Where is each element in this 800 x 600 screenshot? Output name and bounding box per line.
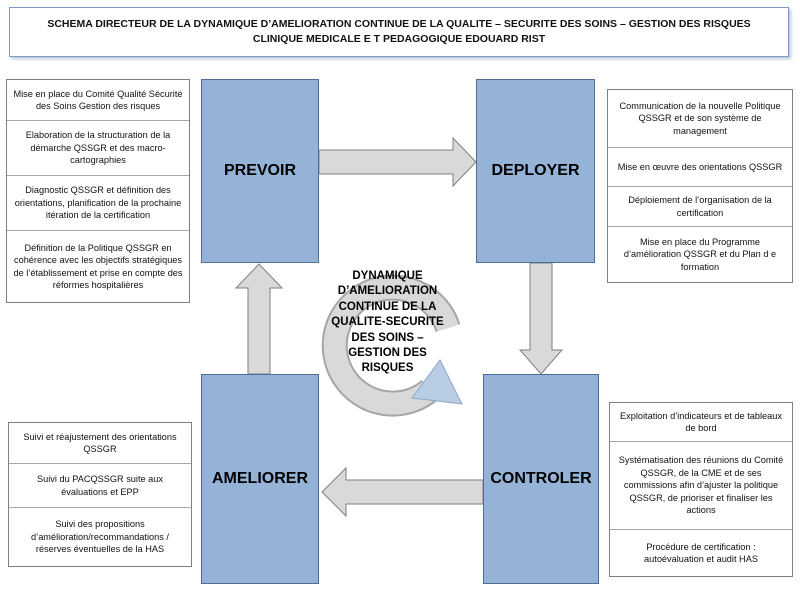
note-item: Procédure de certification : autoévaluat… [610,529,792,576]
arrow-ameliorer-to-prevoir [234,263,284,375]
note-item: Mise en place du Comité Qualité Sécurité… [13,88,183,111]
note-item: Suivi des propositions d’amélioration/re… [9,507,191,566]
note-item: Mise en œuvre des orientations QSSGR [608,147,792,186]
center-line: DYNAMIQUE [352,270,423,282]
note-item: Définition de la Politique QSSGR en cohé… [7,230,189,302]
center-line: RISQUES [361,362,414,375]
note-item: Diagnostic QSSGR et définition des orien… [7,175,189,230]
note-item: Suivi du PACQSSGR suite aux évaluations … [9,463,191,507]
phase-controler: CONTROLER [483,374,599,584]
cycle-arrow-icon [321,274,463,417]
note-item: Suivi et réajustement des orientations Q… [23,431,177,454]
arrow-deployer-to-controler [518,262,564,375]
prevoir-notes: Mise en place du Comité Qualité Sécurité… [6,79,190,303]
center-line: CONTINUE DE LA [338,300,437,313]
note-item: Communication de la nouvelle Politique Q… [619,100,781,136]
note-item: Mise en place du Programme d’amélioratio… [608,226,792,282]
note-item: Déploiement de l’organisation de la cert… [608,186,792,226]
ameliorer-notes: Suivi et réajustement des orientations Q… [8,422,192,567]
phase-deployer: DEPLOYER [476,79,595,263]
center-title: DYNAMIQUE D’AMELIORATION CONTINUE DE LA … [330,269,445,377]
title-line-1: SCHEMA DIRECTEUR DE LA DYNAMIQUE D’AMELI… [47,18,751,30]
phase-prevoir: PREVOIR [201,79,319,263]
title-box: SCHEMA DIRECTEUR DE LA DYNAMIQUE D’AMELI… [9,7,789,57]
deployer-notes: Communication de la nouvelle Politique Q… [607,89,793,283]
note-item: Exploitation d’indicateurs et de tableau… [620,410,782,433]
note-item: Systématisation des réunions du Comité Q… [610,441,792,529]
phase-controler-label: CONTROLER [490,470,592,487]
arrow-controler-to-ameliorer [321,466,484,518]
note-item: Elaboration de la structuration de la dé… [7,120,189,175]
title-line-2: CLINIQUE MEDICALE E T PEDAGOGIQUE EDOUAR… [252,33,546,45]
center-line: QUALITE-SECURITE [331,316,444,329]
phase-deployer-label: DEPLOYER [491,162,580,179]
controler-notes: Exploitation d’indicateurs et de tableau… [609,402,793,577]
arrow-prevoir-to-deployer [318,136,477,188]
center-line: DES SOINS – [351,331,424,344]
phase-ameliorer-label: AMELIORER [212,470,308,487]
center-line: GESTION DES [348,347,427,360]
center-line: D’AMELIORATION [337,285,438,298]
phase-prevoir-label: PREVOIR [223,162,296,179]
phase-ameliorer: AMELIORER [201,374,319,584]
